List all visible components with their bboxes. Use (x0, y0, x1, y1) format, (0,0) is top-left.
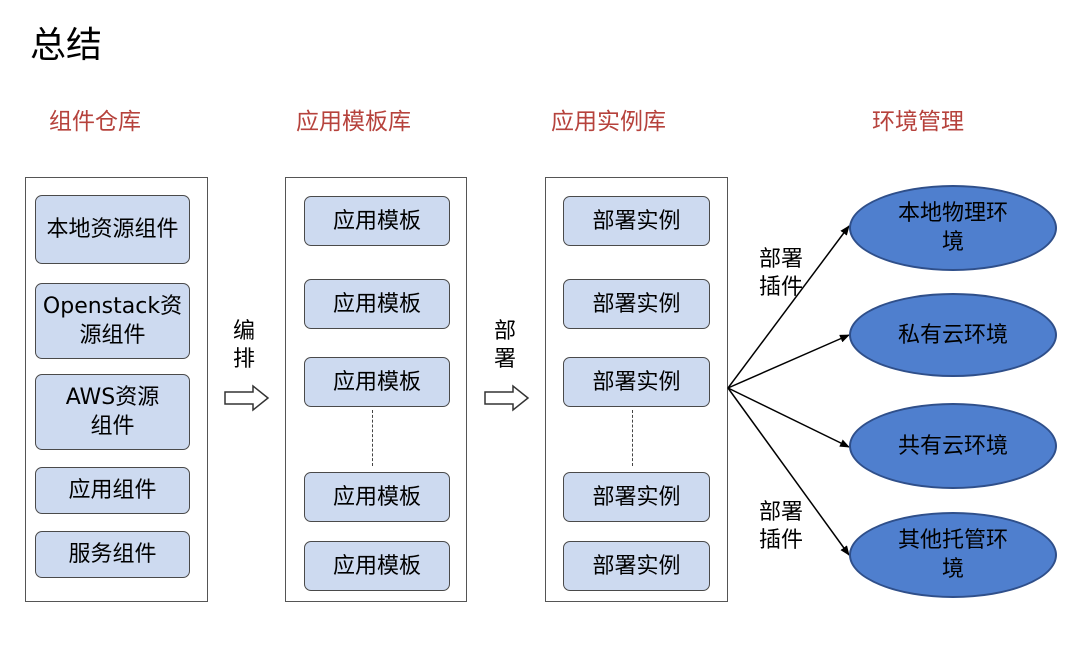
instance-item[interactable]: 部署实例 (563, 541, 710, 591)
instance-label: 部署实例 (592, 553, 681, 579)
template-label: 应用模板 (332, 484, 421, 510)
orchestrate-arrow (224, 384, 270, 412)
component-label: 本地资源组件 (46, 217, 179, 242)
instance-label: 部署实例 (592, 291, 681, 317)
env-arrow-line (727, 387, 850, 448)
component-openstack-resource[interactable]: Openstack资源组件 (35, 283, 190, 359)
orchestrate-label: 编排 (232, 319, 255, 372)
component-label: 应用组件 (68, 478, 157, 503)
env-local-physical[interactable]: 本地物理环境 (849, 185, 1057, 271)
component-service[interactable]: 服务组件 (35, 531, 190, 578)
template-label: 应用模板 (332, 291, 421, 317)
header-template-repo: 应用模板库 (296, 109, 411, 135)
template-ellipsis-line (372, 410, 373, 466)
env-private-cloud[interactable]: 私有云环境 (849, 293, 1057, 377)
env-arrow-line (727, 334, 850, 389)
deploy-label: 部署 (493, 319, 516, 372)
header-instance-repo: 应用实例库 (551, 109, 666, 135)
component-label: Openstack资源组件 (42, 294, 183, 348)
env-label: 本地物理环境 (897, 201, 1008, 255)
env-arrow-line (727, 387, 850, 556)
instance-item[interactable]: 部署实例 (563, 472, 710, 522)
component-local-resource[interactable]: 本地资源组件 (35, 195, 190, 264)
page-title: 总结 (30, 25, 103, 66)
template-label: 应用模板 (332, 553, 421, 579)
env-public-cloud[interactable]: 共有云环境 (849, 403, 1057, 489)
env-other-hosted[interactable]: 其他托管环境 (849, 512, 1057, 598)
env-label: 其他托管环境 (897, 528, 1008, 582)
instance-ellipsis-line (632, 410, 633, 466)
template-item[interactable]: 应用模板 (304, 196, 450, 246)
env-label: 共有云环境 (897, 433, 1008, 459)
instance-item[interactable]: 部署实例 (563, 279, 710, 329)
template-item[interactable]: 应用模板 (304, 541, 450, 591)
template-label: 应用模板 (332, 369, 421, 395)
template-item[interactable]: 应用模板 (304, 357, 450, 407)
deploy-arrow (484, 384, 530, 412)
template-item[interactable]: 应用模板 (304, 279, 450, 329)
component-application[interactable]: 应用组件 (35, 467, 190, 514)
template-label: 应用模板 (332, 208, 421, 234)
component-label: AWS资源组件 (65, 385, 160, 439)
env-arrow-line (727, 225, 850, 389)
template-item[interactable]: 应用模板 (304, 472, 450, 522)
deploy-plugin-label-top: 部署插件 (758, 247, 803, 300)
component-label: 服务组件 (68, 542, 157, 567)
instance-label: 部署实例 (592, 369, 681, 395)
instance-item[interactable]: 部署实例 (563, 357, 710, 407)
component-aws-resource[interactable]: AWS资源组件 (35, 374, 190, 450)
deploy-plugin-label-bottom: 部署插件 (758, 500, 803, 553)
instance-label: 部署实例 (592, 484, 681, 510)
instance-label: 部署实例 (592, 208, 681, 234)
env-label: 私有云环境 (897, 322, 1008, 348)
header-env-mgmt: 环境管理 (872, 109, 964, 135)
header-component-repo: 组件仓库 (49, 109, 141, 135)
instance-item[interactable]: 部署实例 (563, 196, 710, 246)
